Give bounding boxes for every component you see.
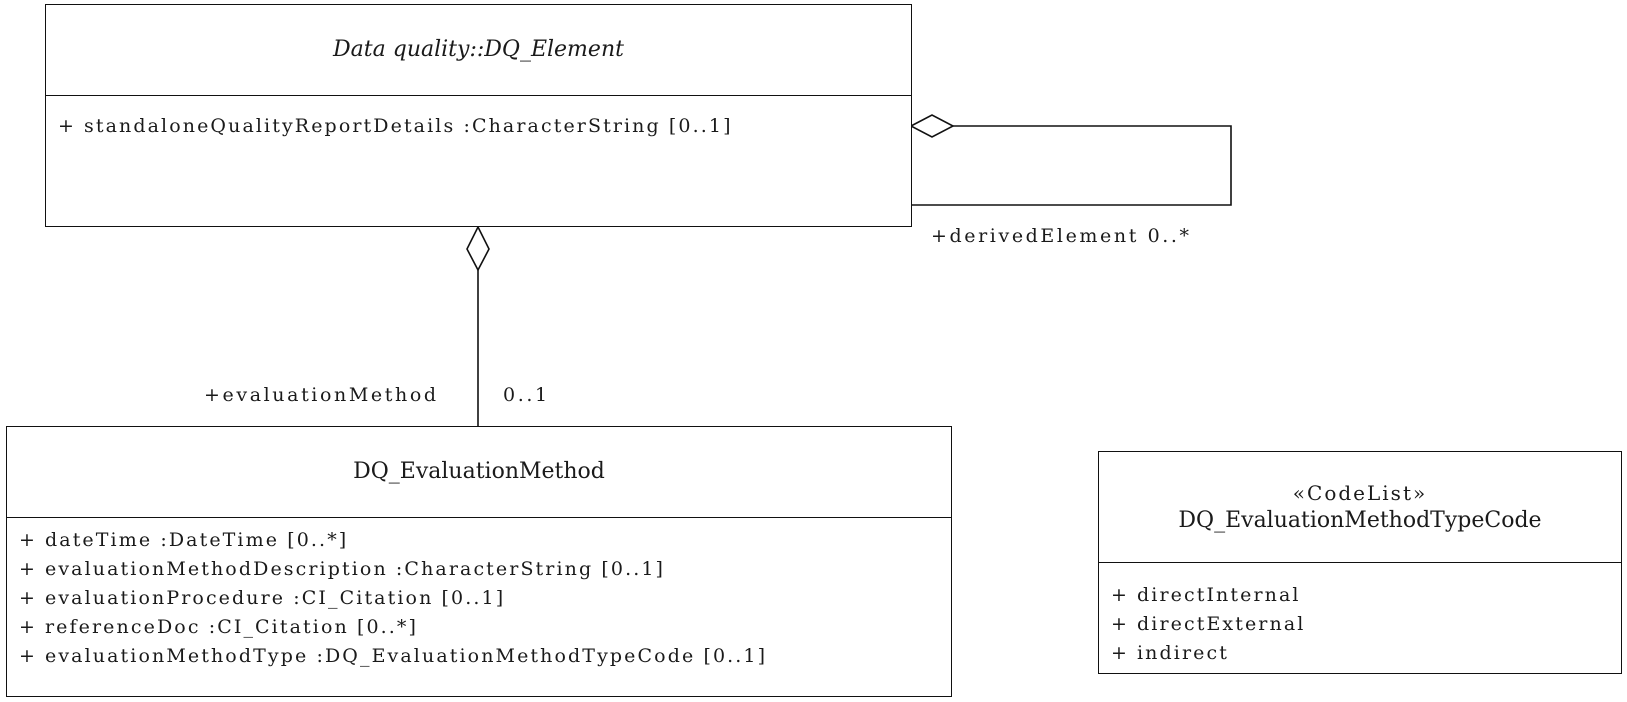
class-dq-element-header: Data quality::DQ_Element [46, 5, 911, 96]
derived-element-association [909, 114, 1232, 206]
enum-literal-row: + directInternal [1111, 581, 1609, 610]
aggregation-diamond-derived-element [909, 114, 955, 138]
class-dq-evaluation-method-type-code-literals: + directInternal + directExternal + indirec… [1099, 563, 1621, 668]
attribute-visibility: + [19, 529, 35, 551]
attribute-row: + evaluationProcedure :CI_Citation [0..1] [19, 584, 939, 613]
literal-text: directExternal [1137, 613, 1306, 635]
class-dq-evaluation-method-type-code-header: «CodeList» DQ_EvaluationMethodTypeCode [1099, 452, 1621, 563]
derived-element-role-label: +derivedElement 0..* [931, 225, 1192, 247]
attribute-text: evaluationMethodType :DQ_EvaluationMetho… [45, 645, 768, 667]
literal-text: directInternal [1137, 584, 1301, 606]
attribute-visibility: + [58, 115, 74, 137]
attribute-row: + standaloneQualityReportDetails :Charact… [58, 112, 899, 141]
attribute-visibility: + [19, 616, 35, 638]
class-dq-evaluation-method-name: DQ_EvaluationMethod [353, 459, 605, 484]
class-dq-element[interactable]: Data quality::DQ_Element + standaloneQual… [45, 4, 912, 227]
stereotype-label: «CodeList» [1292, 481, 1428, 505]
class-dq-element-name: Data quality::DQ_Element [333, 37, 624, 62]
attribute-row: + evaluationMethodDescription :CharacterS… [19, 555, 939, 584]
attribute-visibility: + [19, 558, 35, 580]
attribute-text: standaloneQualityReportDetails :Characte… [84, 115, 733, 137]
attribute-text: evaluationMethodDescription :CharacterSt… [45, 558, 666, 580]
attribute-text: evaluationProcedure :CI_Citation [0..1] [45, 587, 506, 609]
class-dq-evaluation-method-header: DQ_EvaluationMethod [7, 427, 951, 518]
attribute-row: + evaluationMethodType :DQ_EvaluationMeth… [19, 642, 939, 671]
evaluation-method-multiplicity-label: 0..1 [503, 384, 550, 406]
literal-visibility: + [1111, 642, 1127, 664]
literal-visibility: + [1111, 613, 1127, 635]
enum-literal-row: + indirect [1111, 639, 1609, 668]
attribute-visibility: + [19, 587, 35, 609]
literal-visibility: + [1111, 584, 1127, 606]
class-dq-evaluation-method-attributes: + dateTime :DateTime [0..*] + evaluationMe… [7, 518, 951, 671]
aggregation-diamond-evaluation-method [466, 225, 490, 272]
class-dq-evaluation-method-type-code-name: DQ_EvaluationMethodTypeCode [1178, 508, 1542, 533]
attribute-text: dateTime :DateTime [0..*] [45, 529, 349, 551]
attribute-text: referenceDoc :CI_Citation [0..*] [45, 616, 419, 638]
class-dq-element-attributes: + standaloneQualityReportDetails :Charact… [46, 96, 911, 141]
class-dq-evaluation-method[interactable]: DQ_EvaluationMethod + dateTime :DateTime … [6, 426, 952, 697]
attribute-visibility: + [19, 645, 35, 667]
evaluation-method-role-label: +evaluationMethod [204, 384, 439, 406]
class-dq-evaluation-method-type-code[interactable]: «CodeList» DQ_EvaluationMethodTypeCode +… [1098, 451, 1622, 674]
attribute-row: + referenceDoc :CI_Citation [0..*] [19, 613, 939, 642]
enum-literal-row: + directExternal [1111, 610, 1609, 639]
derived-element-line [911, 125, 1232, 206]
attribute-row: + dateTime :DateTime [0..*] [19, 526, 939, 555]
evaluation-method-association [466, 225, 490, 426]
literal-text: indirect [1137, 642, 1229, 664]
